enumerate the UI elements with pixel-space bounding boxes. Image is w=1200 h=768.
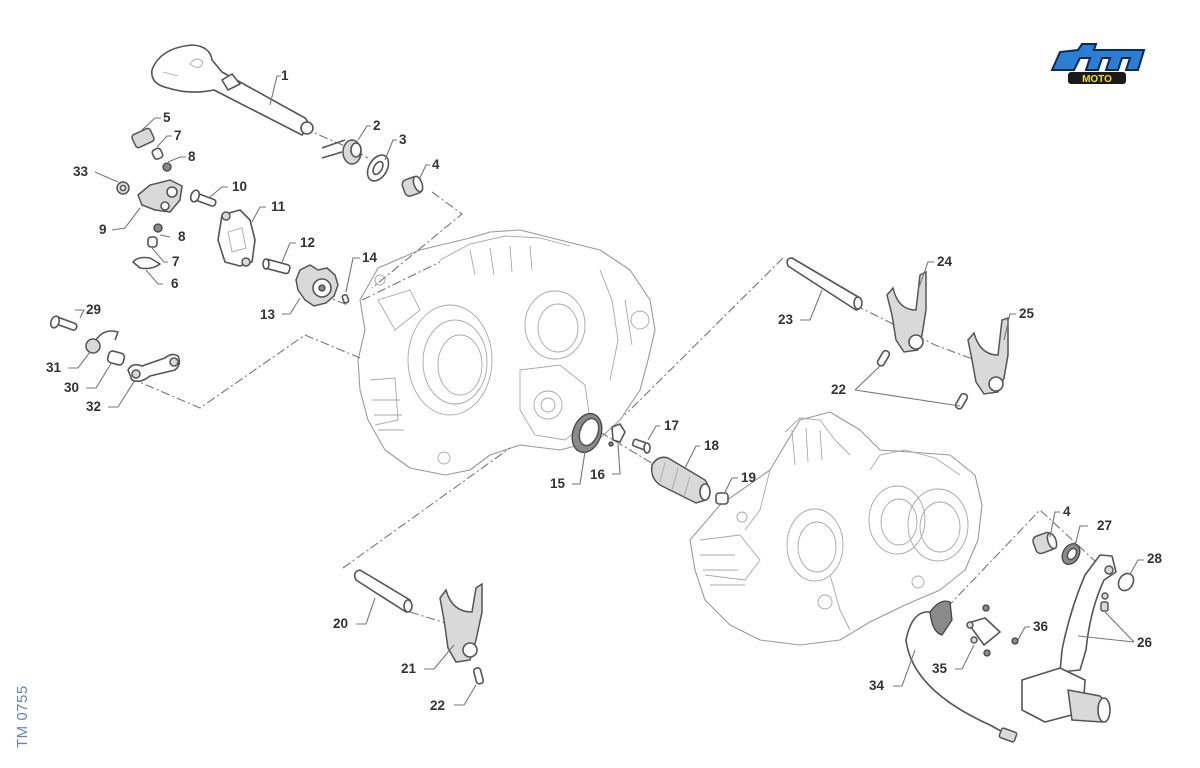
part-13-shift-drum-star[interactable] — [295, 264, 339, 307]
callout-2: 2 — [373, 118, 381, 133]
callout-24: 24 — [937, 254, 953, 269]
callout-3: 3 — [399, 132, 407, 147]
part-23-fork-shaft[interactable] — [786, 257, 863, 311]
part-21-shift-fork[interactable] — [439, 582, 483, 663]
part-9-pawl-carrier[interactable] — [137, 179, 183, 213]
callout-29: 29 — [86, 302, 101, 317]
part-7-pin-upper[interactable] — [151, 147, 164, 161]
callout-19: 19 — [741, 470, 756, 485]
part-22-guide-pin-a[interactable] — [472, 667, 485, 685]
callout-16: 16 — [590, 467, 606, 482]
crankcase-left-half — [357, 229, 656, 476]
part-31-spring[interactable] — [85, 330, 119, 354]
crankcase-right-half — [689, 411, 983, 646]
callout-36: 36 — [1033, 619, 1049, 634]
part-1-gearshift-shaft[interactable] — [151, 44, 314, 136]
part-4-bushing-lower[interactable] — [1032, 531, 1059, 555]
part-20-fork-shaft[interactable] — [353, 569, 413, 613]
part-17-screw[interactable] — [631, 438, 651, 454]
part-18-shift-drum[interactable] — [650, 456, 711, 504]
logo-subbar — [1068, 72, 1126, 84]
callout-9: 9 — [99, 222, 107, 237]
callout-4-upper: 4 — [432, 157, 440, 172]
callout-17: 17 — [664, 418, 679, 433]
callout-11: 11 — [271, 199, 286, 214]
callout-23: 23 — [778, 312, 794, 327]
part-22-guide-pin-c[interactable] — [954, 392, 969, 410]
part-8-spring-lower[interactable] — [153, 223, 163, 233]
part-15-oil-seal[interactable] — [567, 409, 607, 456]
callout-22-upper: 22 — [831, 382, 846, 397]
part-16-retaining-plate[interactable] — [608, 423, 626, 447]
part-27-seal[interactable] — [1059, 540, 1084, 567]
part-25-shift-fork[interactable] — [967, 316, 1009, 395]
callout-27: 27 — [1097, 518, 1112, 533]
callout-28: 28 — [1147, 551, 1163, 566]
callout-18: 18 — [704, 438, 720, 453]
callout-4-lower: 4 — [1063, 504, 1071, 519]
callout-35: 35 — [932, 661, 948, 676]
part-33-nut[interactable] — [116, 181, 130, 195]
part-26-gearshift-lever[interactable] — [1021, 554, 1117, 723]
drawing-code: TM 0755 — [14, 685, 31, 748]
callout-25: 25 — [1019, 306, 1035, 321]
callout-26: 26 — [1137, 635, 1153, 650]
assembly-lines — [129, 121, 1111, 626]
part-35-sensor-bracket[interactable] — [966, 617, 1001, 646]
logo-subtext: MOTO — [1082, 74, 1112, 85]
callout-7-upper: 7 — [174, 128, 182, 143]
callout-14: 14 — [362, 250, 378, 265]
part-5-pad[interactable] — [131, 127, 155, 149]
callout-8-lower: 8 — [178, 229, 186, 244]
part-7-pin-lower[interactable] — [147, 236, 158, 248]
callout-6: 6 — [171, 276, 179, 291]
callout-31: 31 — [46, 360, 62, 375]
callout-7-lower: 7 — [172, 254, 180, 269]
callout-32: 32 — [86, 399, 101, 414]
part-11-guide-plate[interactable] — [217, 209, 256, 267]
callout-10: 10 — [232, 179, 247, 194]
callout-21: 21 — [401, 661, 417, 676]
part-6-spring-clip[interactable] — [132, 256, 161, 270]
part-3-washer[interactable] — [363, 151, 393, 184]
callout-8-upper: 8 — [188, 149, 196, 164]
part-32-locking-lever[interactable] — [127, 353, 181, 383]
callout-20: 20 — [333, 616, 348, 631]
callout-33: 33 — [73, 164, 89, 179]
callout-13: 13 — [260, 307, 276, 322]
part-10-screw[interactable] — [189, 189, 217, 207]
callout-5: 5 — [163, 110, 171, 125]
callout-22-lower: 22 — [430, 698, 445, 713]
part-2-return-spring[interactable] — [321, 139, 362, 165]
part-29-screw[interactable] — [49, 315, 78, 331]
callout-15: 15 — [550, 476, 566, 491]
part-34-gear-position-sensor[interactable] — [905, 600, 1018, 743]
part-19-bushing[interactable] — [715, 492, 729, 505]
callout-30: 30 — [64, 380, 79, 395]
part-14-dowel-pin[interactable] — [341, 293, 350, 304]
part-12-stud-bolt[interactable] — [262, 258, 291, 275]
part-22-guide-pin-b[interactable] — [876, 349, 891, 367]
part-28-o-ring[interactable] — [1115, 571, 1136, 594]
callout-12: 12 — [300, 235, 315, 250]
logo-backdrop — [1050, 43, 1146, 71]
leader-lines — [68, 75, 1144, 706]
callout-labels: 1 2 3 4 5 7 8 33 9 10 11 8 7 6 12 14 13 … — [46, 68, 1163, 713]
part-24-shift-fork[interactable] — [886, 270, 927, 353]
callout-34: 34 — [869, 678, 885, 693]
part-4-bushing-upper[interactable] — [401, 175, 425, 197]
callout-1: 1 — [281, 68, 289, 83]
part-8-spring-upper[interactable] — [162, 162, 172, 172]
tm-moto-logo: MOTO — [1050, 43, 1146, 85]
part-36-screws[interactable] — [982, 604, 1019, 657]
part-30-bushing[interactable] — [106, 350, 126, 366]
